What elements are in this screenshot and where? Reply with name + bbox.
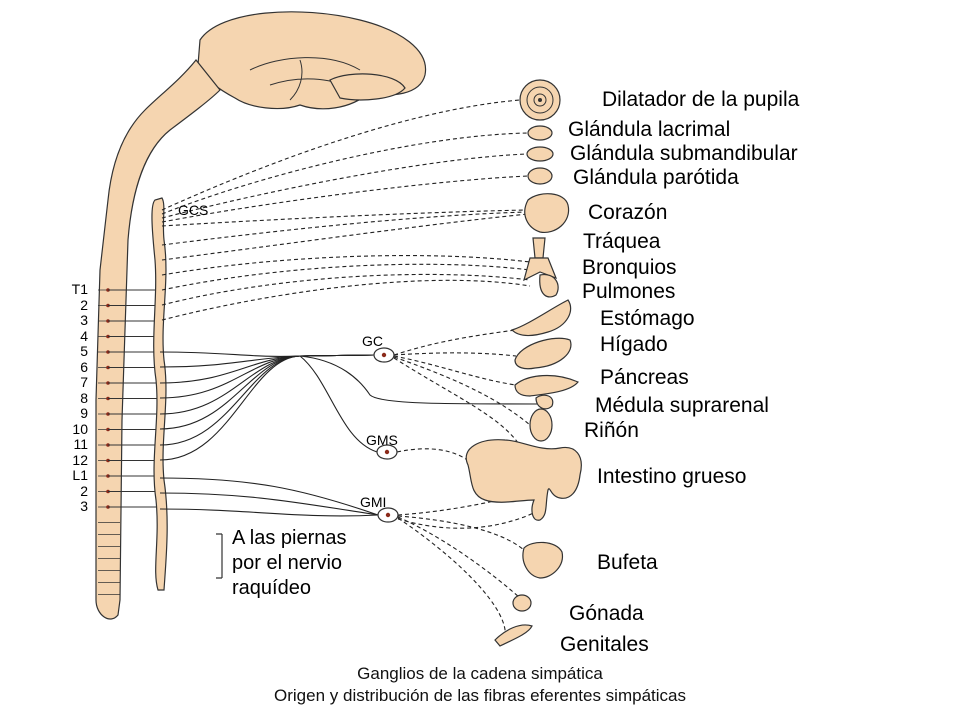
organ-liver: [514, 337, 572, 370]
organ-genitals: [494, 624, 533, 647]
ganglion-gmi: [377, 507, 399, 523]
postganglionic-fiber: [161, 153, 528, 219]
organ-trachea: [532, 237, 546, 259]
postganglionic-fiber: [161, 263, 531, 291]
organ-bladder: [522, 541, 564, 579]
ganglion-gc: [373, 347, 395, 363]
organ-label-heart: Corazón: [588, 201, 668, 224]
organ-label-lungs: Pulmones: [582, 280, 676, 303]
splanchnic-fiber: [159, 508, 379, 517]
ganglion-gms: [376, 444, 398, 460]
segment-label: 7: [80, 374, 88, 390]
organ-lungs: [539, 273, 559, 298]
splanchnic-fiber: [159, 354, 375, 461]
segment-label: 9: [80, 405, 88, 421]
postganglionic-fiber: [393, 356, 531, 426]
postganglionic-fiber: [161, 99, 521, 211]
organ-label-bronchi: Bronquios: [582, 256, 677, 279]
postganglionic-fiber: [397, 517, 506, 639]
organ-label-gonad: Gónada: [569, 602, 644, 625]
organ-submandibular-gland: [526, 146, 554, 162]
organ-eye: [519, 79, 561, 121]
postganglionic-fiber: [393, 357, 526, 456]
organ-heart: [524, 193, 570, 233]
postganglionic-fiber: [161, 211, 529, 246]
postganglionic-fiber: [161, 213, 529, 261]
organ-label-trachea: Tráquea: [583, 230, 661, 253]
postganglionic-fiber: [161, 209, 529, 227]
brain: [197, 11, 427, 110]
organ-label-large-intestine: Intestino grueso: [597, 465, 747, 488]
postganglionic-fiber: [161, 175, 529, 223]
organ-label-parotid-gland: Glándula parótida: [573, 166, 739, 189]
organ-large-intestine: [465, 439, 582, 521]
segment-label: 4: [80, 327, 88, 344]
organ-lacrimal-gland: [527, 125, 553, 141]
organ-pancreas: [514, 374, 579, 397]
splanchnic-fiber: [299, 355, 541, 405]
postganglionic-fiber: [396, 448, 471, 463]
segment-label: 2: [80, 482, 88, 499]
segment-label: 8: [80, 389, 88, 406]
segment-label: 6: [80, 358, 88, 375]
organ-label-stomach: Estómago: [600, 307, 695, 330]
organ-label-kidney: Riñón: [584, 419, 639, 442]
legs-bracket: [216, 533, 223, 579]
organ-label-liver: Hígado: [600, 333, 668, 356]
postganglionic-fiber: [161, 273, 531, 306]
label-gcs: GCS: [178, 202, 209, 218]
organ-stomach: [510, 299, 572, 337]
organ-parotid-gland: [527, 167, 553, 185]
organ-label-submandibular-gland: Glándula submandibular: [570, 142, 798, 165]
caption-line-1: Ganglios de la cadena simpática: [357, 664, 603, 683]
postganglionic-fiber: [393, 352, 517, 357]
postganglionic-fiber: [393, 355, 517, 386]
segment-label: 12: [72, 451, 88, 468]
caption-line-2: Origen y distribución de las fibras efer…: [274, 686, 686, 705]
postganglionic-fiber: [397, 515, 525, 551]
splanchnic-fiber: [159, 492, 379, 516]
segment-label: L1: [72, 467, 88, 483]
spinal-cord: [95, 59, 221, 620]
sympathetic-chain: [151, 197, 168, 591]
splanchnic-fiber: [299, 355, 378, 453]
fiber-group: [159, 99, 541, 639]
segment-label: 3: [80, 312, 88, 328]
postganglionic-fiber: [397, 516, 521, 599]
legs-text-2: por el nervio: [232, 552, 343, 574]
organ-gonad: [512, 594, 532, 612]
postganglionic-fiber: [161, 279, 531, 321]
organ-label-bladder: Bufeta: [597, 551, 658, 574]
postganglionic-fiber: [161, 132, 529, 215]
segment-label: 11: [73, 436, 88, 452]
label-gms: GMS: [366, 432, 398, 448]
segment-label: 2: [80, 296, 88, 313]
organ-label-genitals: Genitales: [560, 633, 649, 656]
organ-label-pancreas: Páncreas: [600, 366, 689, 389]
organ-adrenal-medulla: [535, 394, 554, 410]
segment-label: 10: [72, 420, 88, 437]
segment-label: 5: [80, 343, 88, 359]
segment-label: T1: [71, 281, 88, 297]
label-gmi: GMI: [360, 494, 387, 510]
organ-label-pupil-dilator: Dilatador de la pupila: [602, 88, 800, 111]
splanchnic-fiber: [159, 477, 379, 516]
segment-label: 3: [80, 498, 88, 514]
postganglionic-fiber: [393, 329, 516, 356]
organ-label-lacrimal-gland: Glándula lacrimal: [568, 118, 731, 141]
label-gc: GC: [362, 333, 383, 349]
organ-kidney: [529, 408, 553, 442]
legs-text-1: A las piernas: [232, 527, 347, 549]
postganglionic-fiber: [161, 255, 531, 276]
organ-label-adrenal-medulla: Médula suprarenal: [595, 394, 769, 417]
legs-text-3: raquídeo: [232, 577, 311, 599]
